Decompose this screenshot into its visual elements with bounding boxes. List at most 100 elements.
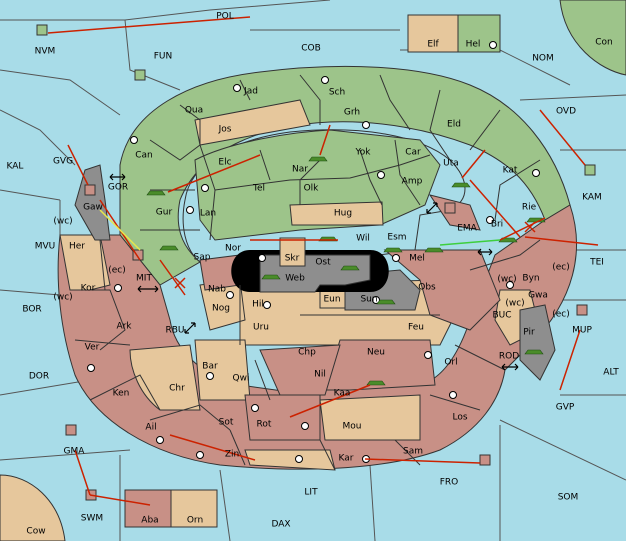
sea-label-gvg[interactable]: GVG xyxy=(53,157,73,167)
land-label-sot[interactable]: Sot xyxy=(219,418,234,428)
sea-label-gma[interactable]: GMA xyxy=(64,447,86,457)
land-label-los[interactable]: Los xyxy=(452,413,467,423)
sea-label-gor[interactable]: GOR xyxy=(108,183,128,193)
island-elf-hel[interactable] xyxy=(407,14,501,53)
land-label-kor[interactable]: Kor xyxy=(81,284,96,294)
land-label-bar[interactable]: Bar xyxy=(202,362,218,372)
land-label-sam[interactable]: Sam xyxy=(403,447,423,457)
sea-label-swm[interactable]: SWM xyxy=(81,514,103,524)
land-label-orn[interactable]: Orn xyxy=(187,516,203,526)
sea-label-con[interactable]: Con xyxy=(595,38,613,48)
land-label-aba[interactable]: Aba xyxy=(141,516,158,526)
land-label-uta[interactable]: Uta xyxy=(443,159,459,169)
sea-label-bor[interactable]: BOR xyxy=(22,305,41,315)
land-label-ken[interactable]: Ken xyxy=(113,389,130,399)
land-label-eun[interactable]: Eun xyxy=(323,295,340,305)
land-label-rot[interactable]: Rot xyxy=(257,420,272,430)
land-label-jad[interactable]: Jad xyxy=(243,87,258,97)
land-label-her[interactable]: Her xyxy=(69,242,85,252)
land-label-nor[interactable]: Nor xyxy=(225,244,241,254)
land-label-chp[interactable]: Chp xyxy=(298,348,316,358)
land-label-gwa[interactable]: Gwa xyxy=(528,291,548,301)
land-label-jos[interactable]: Jos xyxy=(218,125,232,135)
sea-label-ovd[interactable]: OVD xyxy=(556,107,576,117)
land-label-ema[interactable]: EMA xyxy=(457,224,477,234)
sea-label-dor[interactable]: DOR xyxy=(29,372,49,382)
land-label-pir[interactable]: Pir xyxy=(523,328,535,338)
sea-label-cow[interactable]: Cow xyxy=(26,527,45,537)
island-aba-orn[interactable] xyxy=(124,489,218,528)
land-label-mou[interactable]: Mou xyxy=(343,422,362,432)
sea-label-alt[interactable]: ALT xyxy=(603,368,619,378)
province-gaw[interactable] xyxy=(74,164,111,241)
land-label-nar[interactable]: Nar xyxy=(292,165,308,175)
land-label-yok[interactable]: Yok xyxy=(354,148,371,158)
land-label-kar[interactable]: Kar xyxy=(339,454,354,464)
land-label-uru[interactable]: Uru xyxy=(253,323,269,333)
land-label-grh[interactable]: Grh xyxy=(344,108,360,118)
land-label-mup[interactable]: MUP xyxy=(572,326,592,336)
sea-label-nom[interactable]: NOM xyxy=(532,54,554,64)
land-label-hil[interactable]: Hil xyxy=(252,300,264,310)
sea-label-fro[interactable]: FRO xyxy=(440,478,459,488)
land-label-ark[interactable]: Ark xyxy=(116,322,132,332)
land-label-qwi[interactable]: Qwi xyxy=(233,374,250,384)
land-label-esm[interactable]: Esm xyxy=(387,233,406,243)
land-label-nil[interactable]: Nil xyxy=(314,370,326,380)
land-label-obs[interactable]: Obs xyxy=(418,283,436,293)
land-label-can[interactable]: Can xyxy=(135,151,153,161)
sea-label-dax[interactable]: DAX xyxy=(271,520,290,530)
land-label-skr[interactable]: Skr xyxy=(285,254,300,264)
land-label-sap[interactable]: Sap xyxy=(194,253,211,263)
land-label-gur[interactable]: Gur xyxy=(156,208,173,218)
province-pir[interactable] xyxy=(519,304,556,381)
land-label-wil[interactable]: Wil xyxy=(356,234,370,244)
land-label-elf[interactable]: Elf xyxy=(427,40,439,50)
sea-label-nvm[interactable]: NVM xyxy=(35,47,56,57)
land-label-bri[interactable]: Bri xyxy=(491,220,503,230)
land-label-olk[interactable]: Olk xyxy=(304,184,320,194)
sea-label-fun[interactable]: FUN xyxy=(154,52,173,62)
land-label-zin[interactable]: Zin xyxy=(225,450,239,460)
land-label-ail[interactable]: Ail xyxy=(145,423,156,433)
sea-label-lit[interactable]: LIT xyxy=(304,488,318,498)
land-label-hug[interactable]: Hug xyxy=(334,209,352,219)
land-label-ver[interactable]: Ver xyxy=(85,343,100,353)
sea-label-gvp[interactable]: GVP xyxy=(556,403,575,413)
sea-label-rod[interactable]: ROD xyxy=(499,352,519,362)
land-label-sch[interactable]: Sch xyxy=(329,88,345,98)
land-label-elc[interactable]: Elc xyxy=(218,158,231,168)
sea-label-pol[interactable]: POL xyxy=(216,12,234,22)
land-label-lan[interactable]: Lan xyxy=(200,209,216,219)
land-label-hel[interactable]: Hel xyxy=(466,40,481,50)
land-label-car[interactable]: Car xyxy=(405,148,421,158)
sea-label-cob[interactable]: COB xyxy=(301,44,321,54)
land-label-orl[interactable]: Orl xyxy=(444,358,457,368)
land-label-ost[interactable]: Ost xyxy=(315,258,331,268)
land-label-kaa[interactable]: Kaa xyxy=(334,389,351,399)
land-label-tel[interactable]: Tel xyxy=(252,184,265,194)
land-label-byn[interactable]: Byn xyxy=(522,274,539,284)
land-label-sun[interactable]: Sun xyxy=(360,295,377,305)
land-label-neu[interactable]: Neu xyxy=(367,348,385,358)
land-label-chr[interactable]: Chr xyxy=(169,384,185,394)
land-label-feu[interactable]: Feu xyxy=(408,323,424,333)
land-label-kat[interactable]: Kat xyxy=(503,166,518,176)
sea-label-mit[interactable]: MIT xyxy=(136,274,152,284)
sea-label-kal[interactable]: KAL xyxy=(7,162,24,172)
land-label-mel[interactable]: Mel xyxy=(409,254,425,264)
land-label-gaw[interactable]: Gaw xyxy=(83,203,103,213)
sea-label-rbu[interactable]: RBU xyxy=(165,326,184,336)
land-label-nab[interactable]: Nab xyxy=(208,285,226,295)
land-label-amp[interactable]: Amp xyxy=(402,177,423,187)
sea-label-som[interactable]: SOM xyxy=(558,493,579,503)
sea-label-kam[interactable]: KAM xyxy=(582,193,602,203)
land-label-rie[interactable]: Rie xyxy=(522,203,537,213)
land-label-eld[interactable]: Eld xyxy=(447,120,461,130)
sea-label-buc[interactable]: BUC xyxy=(492,311,511,321)
sea-label-mvu[interactable]: MVU xyxy=(35,242,56,252)
land-label-nog[interactable]: Nog xyxy=(212,304,230,314)
sea-label-tei[interactable]: TEI xyxy=(589,258,604,268)
land-label-qua[interactable]: Qua xyxy=(185,106,203,116)
